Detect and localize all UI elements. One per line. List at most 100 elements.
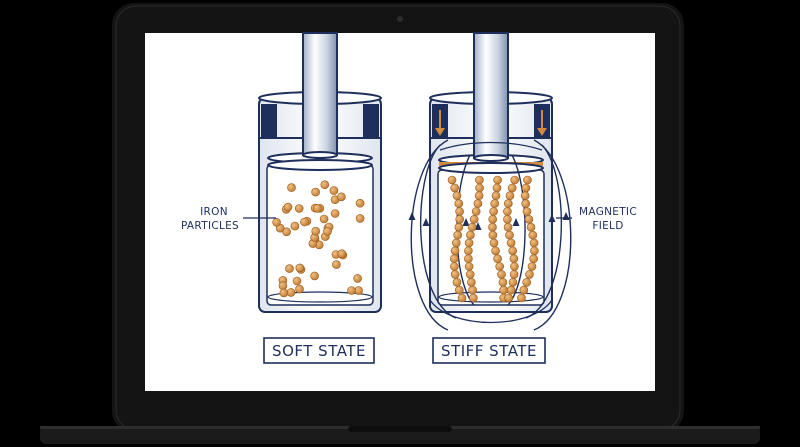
iron-particle [509,270,519,279]
iron-particle [294,204,304,213]
laptop-notch [348,426,452,432]
iron-particle [283,202,293,212]
iron-particle [504,293,514,303]
iron-particle [489,207,498,216]
iron-particle [278,281,288,291]
iron-particle [488,215,498,224]
iron-particle [452,191,462,200]
iron-particle [292,276,302,286]
iron-particle [355,214,365,223]
iron-particle [490,199,500,208]
iron-particle [467,222,477,232]
iron-particle [466,230,475,240]
iron-particle [527,262,537,271]
iron-particle [323,227,332,236]
iron-particle [521,199,531,208]
iron-particle [310,271,319,281]
iron-particle [453,230,463,240]
iron-particle [508,246,518,256]
iron-particle [488,222,497,232]
iron-particle [449,254,459,264]
iron-particle [455,215,465,224]
iron-particle [469,293,478,303]
soft-state-box [263,337,375,364]
iron-particle [272,218,281,227]
iron-particle [455,207,464,216]
iron-particle [450,262,459,271]
iron-particle [279,288,289,298]
iron-particle [282,227,291,237]
camera-icon [397,16,403,22]
iron-particle [509,254,519,264]
iron-particle [498,277,508,287]
iron-particle [517,293,526,303]
iron-particle [505,230,514,240]
iron-particle [347,286,356,295]
stiff-state-box [432,337,546,364]
iron-particle [503,207,512,216]
iron-particle [522,277,532,287]
magnetic-field-lines [410,139,572,331]
soft-state-damper [258,32,382,313]
iron-particle [488,230,498,240]
iron-particle [320,180,330,189]
iron-particle [447,175,457,185]
soft-particles [272,180,365,298]
iron-particle [290,221,300,231]
iron-particle [526,222,536,232]
iron-particle [454,199,464,208]
iron-particle [286,288,296,297]
iron-particle [475,183,484,193]
iron-particle [355,198,365,208]
iron-particle [450,183,460,193]
iron-particle [493,254,502,264]
iron-particle [523,175,532,185]
iron-particle [522,207,532,216]
iron-particle [506,238,516,248]
iron-particle [353,274,362,283]
iron-particle [497,270,506,279]
iron-particle [473,199,483,208]
iron-particle [468,285,477,295]
iron-particle [503,215,512,224]
iron-particle [530,246,539,256]
iron-particle [471,207,481,216]
arrow-up-icon [548,214,556,222]
iron-particle [493,175,502,185]
iron-particle [454,222,464,232]
iron-particle [450,246,460,256]
iron-particle [521,183,531,193]
iron-particle [337,249,347,258]
iron-particle [311,187,320,197]
iron-particle [295,263,305,273]
iron-particle [510,175,520,185]
iron-particle [464,246,473,256]
iron-particle [464,262,474,271]
iron-particle [452,277,462,287]
iron-particle [332,260,341,269]
iron-particle [454,285,464,295]
iron-particle [506,285,516,295]
iron-particle [464,254,473,264]
stiff-particles [447,175,539,303]
iron-particle [503,199,513,208]
iron-particle [491,246,500,256]
arrow-up-icon [422,218,430,226]
laptop-base [40,426,760,444]
iron-particle [337,192,346,202]
arrow-up-icon [462,218,470,226]
soft-state-label: SOFT STATE [272,342,366,360]
iron-particle [495,262,505,271]
iron-particle [457,293,467,303]
iron-particle [507,183,517,193]
field-label-line1: MAGNETIC [579,206,637,218]
iron-particle [528,230,538,240]
iron-particle [319,214,329,224]
iron-particle [491,191,501,200]
iron-label-line1: IRON [200,206,228,218]
iron-particle [467,277,476,287]
iron-particle [524,215,534,224]
iron-particle [492,183,502,193]
arrow-up-icon [408,212,416,220]
